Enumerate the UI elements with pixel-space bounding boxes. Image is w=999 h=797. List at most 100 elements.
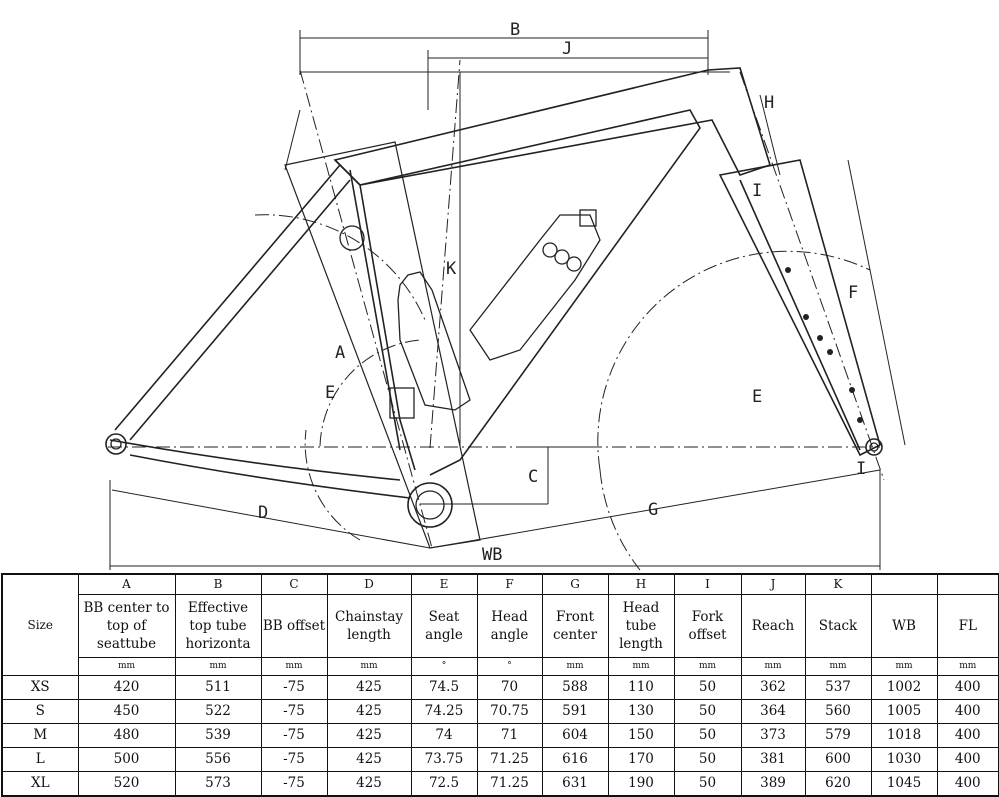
table-cell: 1018 — [870, 723, 938, 748]
column-letter: C — [260, 573, 328, 595]
table-cell: 400 — [936, 723, 999, 748]
column-header: Chainstay length — [326, 594, 412, 658]
table-cell: 50 — [673, 699, 742, 724]
table-cell: 70.75 — [476, 699, 543, 724]
column-letter: K — [804, 573, 872, 595]
fork-details — [785, 267, 863, 423]
table-cell: 522 — [174, 699, 262, 724]
table-cell: 631 — [541, 771, 609, 797]
table-cell: 130 — [607, 699, 675, 724]
label-C: C — [528, 467, 538, 487]
table-cell: 600 — [804, 747, 872, 772]
table-cell: 50 — [673, 675, 742, 700]
table-cell: 511 — [174, 675, 262, 700]
table-cell: 71 — [476, 723, 543, 748]
table-cell: 71.25 — [476, 771, 543, 797]
table-cell: 381 — [740, 747, 806, 772]
table-cell: 400 — [936, 771, 999, 797]
table-cell: 588 — [541, 675, 609, 700]
column-unit: mm — [673, 657, 742, 676]
column-letter: F — [476, 573, 543, 595]
column-unit: ° — [410, 657, 478, 676]
table-cell: 373 — [740, 723, 806, 748]
table-cell: 70 — [476, 675, 543, 700]
column-header: Seat angle — [410, 594, 478, 658]
column-letter: D — [326, 573, 412, 595]
label-A: A — [335, 343, 345, 363]
table-cell: 556 — [174, 747, 262, 772]
column-letter: A — [77, 573, 176, 595]
table-cell: 500 — [77, 747, 176, 772]
column-letter — [870, 573, 938, 595]
table-cell: 616 — [541, 747, 609, 772]
table-cell: 591 — [541, 699, 609, 724]
table-cell: 579 — [804, 723, 872, 748]
table-cell: -75 — [260, 723, 328, 748]
table-cell: 73.75 — [410, 747, 478, 772]
bike-frame — [109, 67, 881, 549]
label-H: H — [764, 93, 774, 113]
column-unit: mm — [607, 657, 675, 676]
table-cell: 190 — [607, 771, 675, 797]
column-letter: G — [541, 573, 609, 595]
column-unit: mm — [326, 657, 412, 676]
table-cell: 573 — [174, 771, 262, 797]
label-I-fork: I — [856, 459, 866, 479]
table-cell: 425 — [326, 771, 412, 797]
label-E-seat: E — [325, 383, 335, 403]
table-cell: -75 — [260, 747, 328, 772]
table-cell: 364 — [740, 699, 806, 724]
water-bottles — [389, 209, 601, 419]
label-G: G — [648, 500, 658, 520]
table-cell: 560 — [804, 699, 872, 724]
construction-lines — [108, 59, 885, 571]
table-cell: 420 — [77, 675, 176, 700]
table-cell: 74 — [410, 723, 478, 748]
dimension-labels: B J H K F I A E E C D G I WB — [258, 20, 866, 565]
size-cell: XS — [1, 675, 79, 700]
column-unit: mm — [541, 657, 609, 676]
label-D: D — [258, 503, 268, 523]
size-cell: XL — [1, 771, 79, 797]
label-B: B — [510, 20, 520, 40]
label-F: F — [848, 283, 858, 303]
column-unit: mm — [870, 657, 938, 676]
table-cell: -75 — [260, 699, 328, 724]
column-letter: I — [673, 573, 742, 595]
table-cell: 520 — [77, 771, 176, 797]
size-cell: S — [1, 699, 79, 724]
column-header: FL — [936, 594, 999, 658]
column-header: Effective top tube horizonta — [174, 594, 262, 658]
label-I: I — [752, 181, 762, 201]
table-cell: 389 — [740, 771, 806, 797]
table-cell: 50 — [673, 747, 742, 772]
table-cell: 150 — [607, 723, 675, 748]
column-header: WB — [870, 594, 938, 658]
table-cell: -75 — [260, 675, 328, 700]
table-cell: 604 — [541, 723, 609, 748]
column-unit: mm — [740, 657, 806, 676]
column-letter: H — [607, 573, 675, 595]
column-header: Fork offset — [673, 594, 742, 658]
table-cell: 425 — [326, 723, 412, 748]
frame-geometry-drawing: B J H K F I A E E C D G I WB — [105, 20, 906, 571]
table-cell: 1030 — [870, 747, 938, 772]
table-cell: 1002 — [870, 675, 938, 700]
table-cell: 537 — [804, 675, 872, 700]
table-cell: 74.5 — [410, 675, 478, 700]
column-unit: mm — [804, 657, 872, 676]
table-cell: -75 — [260, 771, 328, 797]
table-cell: 71.25 — [476, 747, 543, 772]
column-unit: mm — [77, 657, 176, 676]
table-cell: 50 — [673, 771, 742, 797]
table-cell: 539 — [174, 723, 262, 748]
column-letter — [936, 573, 999, 595]
label-K: K — [446, 259, 457, 279]
table-cell: 110 — [607, 675, 675, 700]
